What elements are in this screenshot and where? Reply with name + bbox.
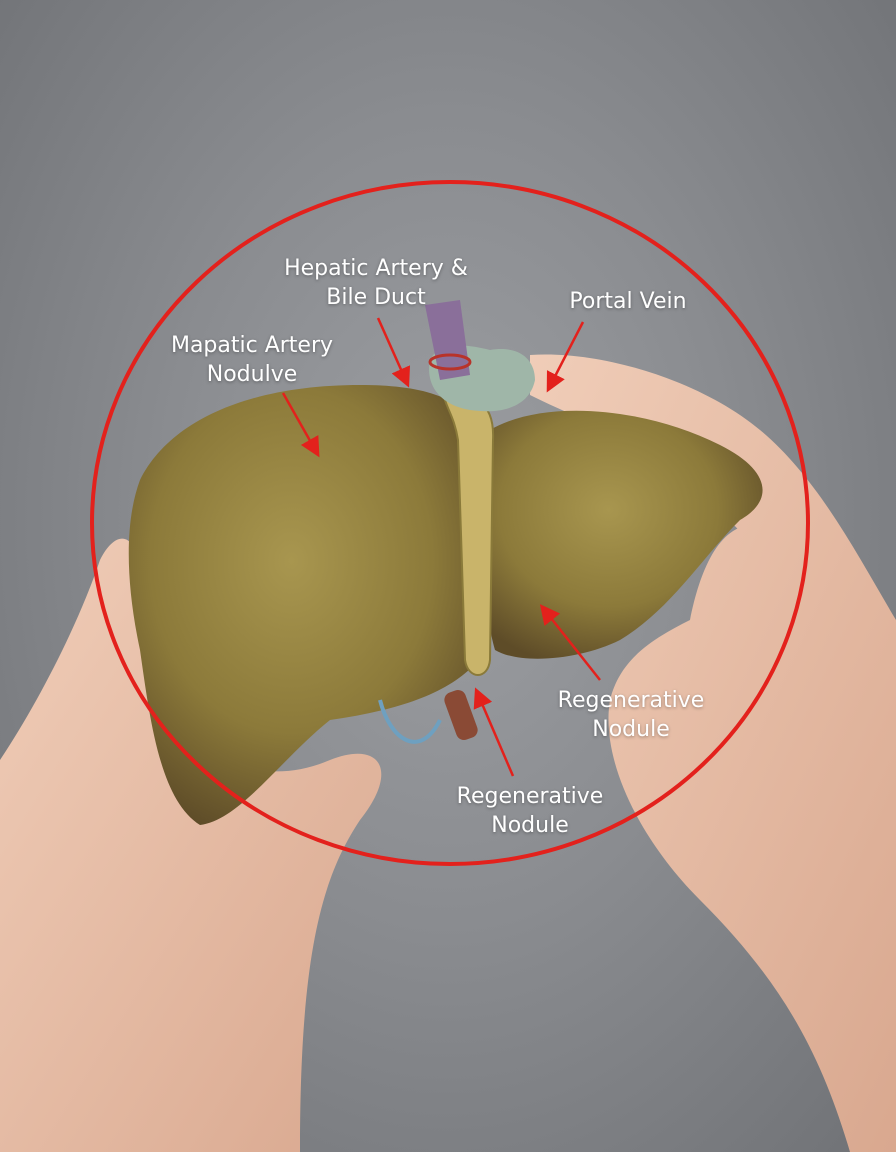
liver-right-lobe: [482, 410, 763, 659]
label-line: Regenerative: [557, 688, 705, 713]
hepatic-vessel: [425, 300, 470, 380]
label-hepatic-artery: Hepatic Artery & Bile Duct: [284, 254, 468, 312]
label-line: Mapatic Artery: [170, 333, 334, 358]
annotation-circle: [90, 180, 810, 866]
label-line: Portal Vein: [569, 289, 687, 314]
lower-vessels: [378, 699, 442, 744]
left-hand: [0, 538, 382, 1152]
arrow-hepatic: [376, 317, 411, 388]
label-portal-vein: Portal Vein: [569, 287, 686, 316]
arrow-regen-bottom: [473, 687, 515, 777]
arrow-mapatic: [281, 392, 320, 458]
label-line: Nodule: [491, 813, 569, 838]
arrow-portal: [546, 321, 585, 393]
label-line: Bile Duct: [326, 285, 426, 310]
label-regenerative-right: Regenerative Nodule: [558, 686, 705, 744]
label-line: Regenerative: [456, 784, 604, 809]
liver-left-lobe: [128, 385, 490, 825]
arrow-regen-right: [539, 604, 601, 681]
label-mapatic-artery: Mapatic Artery Nodulve: [171, 331, 333, 389]
label-line: Nodulve: [206, 362, 298, 387]
label-line: Nodule: [592, 717, 670, 742]
label-regenerative-bottom: Regenerative Nodule: [457, 782, 604, 840]
label-line: Hepatic Artery &: [284, 256, 468, 281]
